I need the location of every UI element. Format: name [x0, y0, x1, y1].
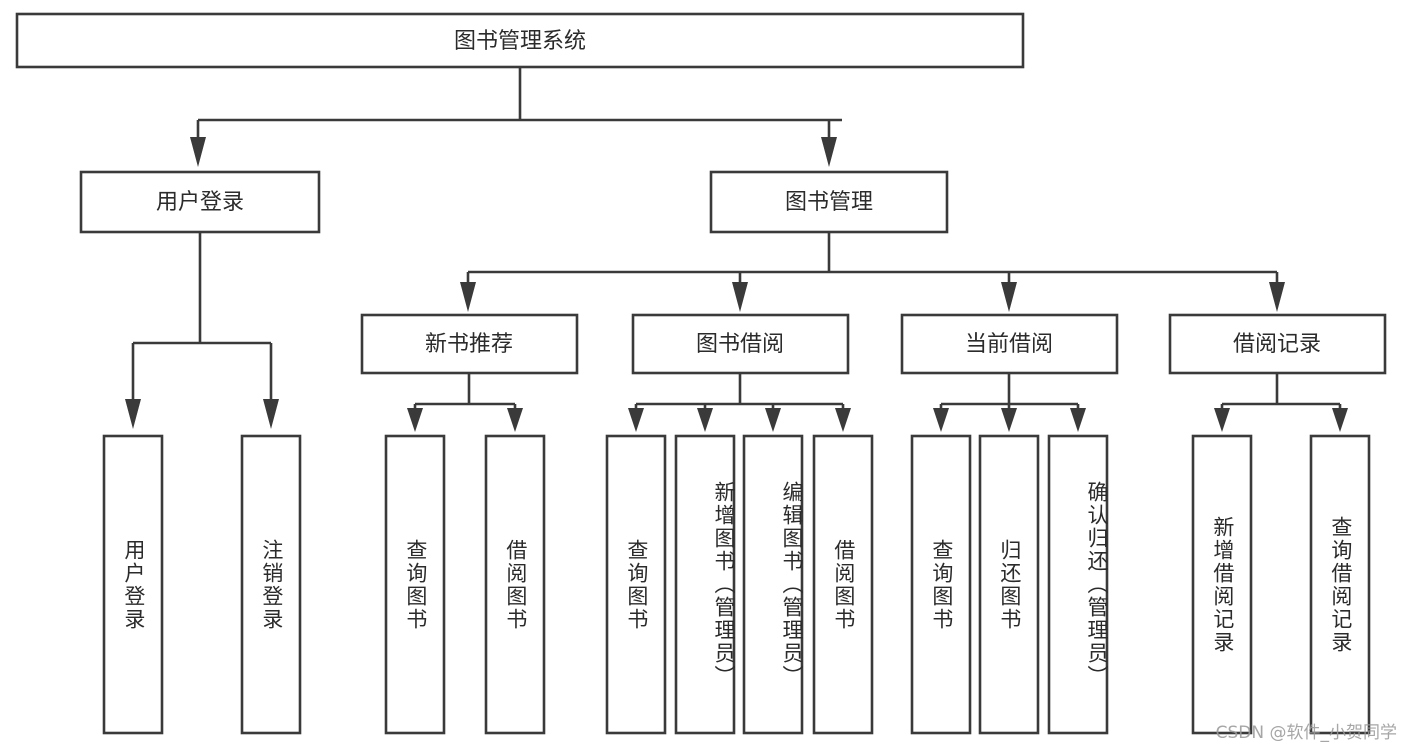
node-current-borrow-label: 当前借阅: [965, 332, 1053, 357]
leaf-box-user-login[interactable]: [102, 434, 164, 735]
node-borrow-record[interactable]: 借阅记录: [1168, 313, 1387, 375]
connector-user-login-to-leaves: [125, 232, 279, 429]
connector-root-to-level2: [190, 67, 842, 167]
leaf-box-borrow-book-2[interactable]: [812, 434, 874, 735]
node-root[interactable]: 图书管理系统: [15, 12, 1025, 69]
connector-new-book-recommend-to-leaves: [407, 373, 523, 432]
leaf-box-return-book[interactable]: [978, 434, 1040, 735]
leaf-box-confirm-return[interactable]: [1047, 434, 1109, 735]
node-book-borrow[interactable]: 图书借阅: [631, 313, 850, 375]
leaf-box-query-book-2[interactable]: [605, 434, 667, 735]
connector-book-borrow-to-leaves: [628, 373, 851, 432]
node-book-manage-label: 图书管理: [785, 190, 873, 215]
leaf-box-add-record[interactable]: [1191, 434, 1253, 735]
node-book-borrow-label: 图书借阅: [696, 332, 784, 357]
watermark-text: CSDN @软件_小贺同学: [1215, 723, 1397, 743]
connector-current-borrow-to-leaves: [933, 373, 1086, 432]
node-new-book-recommend-label: 新书推荐: [425, 332, 513, 357]
leaf-box-borrow-book-1[interactable]: [484, 434, 546, 735]
leaf-box-logout-login[interactable]: [240, 434, 302, 735]
leaf-box-add-book[interactable]: [674, 434, 736, 735]
leaf-box-query-book-1[interactable]: [384, 434, 446, 735]
leaf-box-edit-book[interactable]: [742, 434, 804, 735]
leaf-box-query-record[interactable]: [1309, 434, 1371, 735]
connector-book-manage-to-level3: [460, 232, 1285, 312]
node-borrow-record-label: 借阅记录: [1233, 332, 1321, 357]
node-current-borrow[interactable]: 当前借阅: [900, 313, 1119, 375]
leaf-box-query-book-3[interactable]: [910, 434, 972, 735]
node-root-label: 图书管理系统: [454, 29, 586, 54]
node-book-manage[interactable]: 图书管理: [709, 170, 949, 234]
node-user-login-label: 用户登录: [156, 190, 244, 215]
connector-borrow-record-to-leaves: [1214, 373, 1348, 432]
node-user-login[interactable]: 用户登录: [79, 170, 321, 234]
node-new-book-recommend[interactable]: 新书推荐: [360, 313, 579, 375]
